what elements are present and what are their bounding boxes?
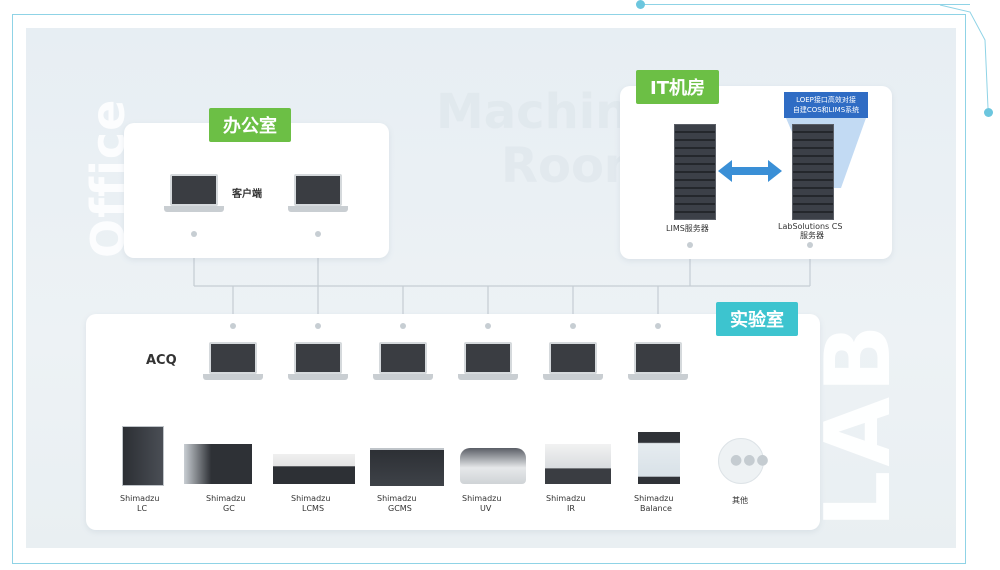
decorative-top-line — [640, 4, 970, 5]
labsolutions-label-line1: LabSolutions CS — [778, 222, 843, 231]
acq-laptop-icon — [543, 342, 603, 382]
callout-box: LOEP接口高效对接 自建COS和LIMS系统 — [784, 92, 868, 118]
lcms-instrument-icon — [273, 454, 355, 484]
instrument-brand-label: Shimadzu — [377, 494, 417, 503]
acq-laptop-icon — [373, 342, 433, 382]
connector-dot — [315, 323, 321, 329]
diagram-canvas: Office Machine Room 办公室 客户端 — [26, 28, 956, 548]
instrument-brand-label: Shimadzu — [546, 494, 586, 503]
ellipsis-icon: ●●● — [730, 452, 770, 468]
instrument-name-label: GC — [223, 504, 235, 513]
it-room-tag: IT机房 — [636, 70, 719, 104]
acq-laptop-icon — [203, 342, 263, 382]
callout-line2: 自建COS和LIMS系统 — [792, 106, 860, 114]
acq-laptop-icon — [458, 342, 518, 382]
connector-dot — [687, 242, 693, 248]
balance-instrument-icon — [638, 432, 680, 484]
connector-dot — [485, 323, 491, 329]
office-tag: 办公室 — [209, 108, 291, 142]
uv-instrument-icon — [460, 448, 526, 484]
labsolutions-label-line2: 服务器 — [800, 231, 824, 240]
acq-label: ACQ — [146, 353, 177, 368]
instrument-brand-label: Shimadzu — [206, 494, 246, 503]
labsolutions-server-icon — [792, 124, 834, 220]
bidirectional-arrow-icon — [718, 160, 782, 182]
office-panel — [124, 123, 389, 258]
decorative-dot — [636, 0, 645, 9]
ir-instrument-icon — [545, 444, 611, 484]
connector-dot — [655, 323, 661, 329]
connector-dot — [807, 242, 813, 248]
instrument-brand-label: Shimadzu — [291, 494, 331, 503]
lab-tag: 实验室 — [716, 302, 798, 336]
client-laptop-icon — [288, 174, 348, 214]
instrument-name-label: GCMS — [388, 504, 412, 513]
connector-dot — [191, 231, 197, 237]
callout-line1: LOEP接口高效对接 — [796, 96, 856, 104]
lims-server-icon — [674, 124, 716, 220]
connector-dot — [315, 231, 321, 237]
connector-dot — [230, 323, 236, 329]
client-label: 客户端 — [232, 189, 262, 200]
lims-server-label: LIMS服务器 — [666, 224, 709, 233]
lc-instrument-icon — [122, 426, 164, 486]
lab-panel — [86, 314, 820, 530]
instrument-name-label: UV — [480, 504, 492, 513]
other-instruments-icon: ●●● — [718, 438, 769, 484]
acq-laptop-icon — [288, 342, 348, 382]
client-laptop-icon — [164, 174, 224, 214]
acq-laptop-icon — [628, 342, 688, 382]
connector-dot — [400, 323, 406, 329]
decorative-dot — [984, 108, 993, 117]
gc-instrument-icon — [184, 444, 252, 484]
instrument-brand-label: Shimadzu — [462, 494, 502, 503]
instrument-name-label: IR — [567, 504, 575, 513]
gcms-instrument-icon — [370, 448, 444, 486]
instrument-name-label: 其他 — [732, 496, 748, 505]
outer-frame — [12, 14, 966, 564]
instrument-brand-label: Shimadzu — [120, 494, 160, 503]
instrument-name-label: LC — [137, 504, 148, 513]
connector-dot — [570, 323, 576, 329]
instrument-name-label: Balance — [640, 504, 672, 513]
instrument-name-label: LCMS — [302, 504, 325, 513]
lab-watermark: LAB — [806, 320, 911, 528]
instrument-brand-label: Shimadzu — [634, 494, 674, 503]
